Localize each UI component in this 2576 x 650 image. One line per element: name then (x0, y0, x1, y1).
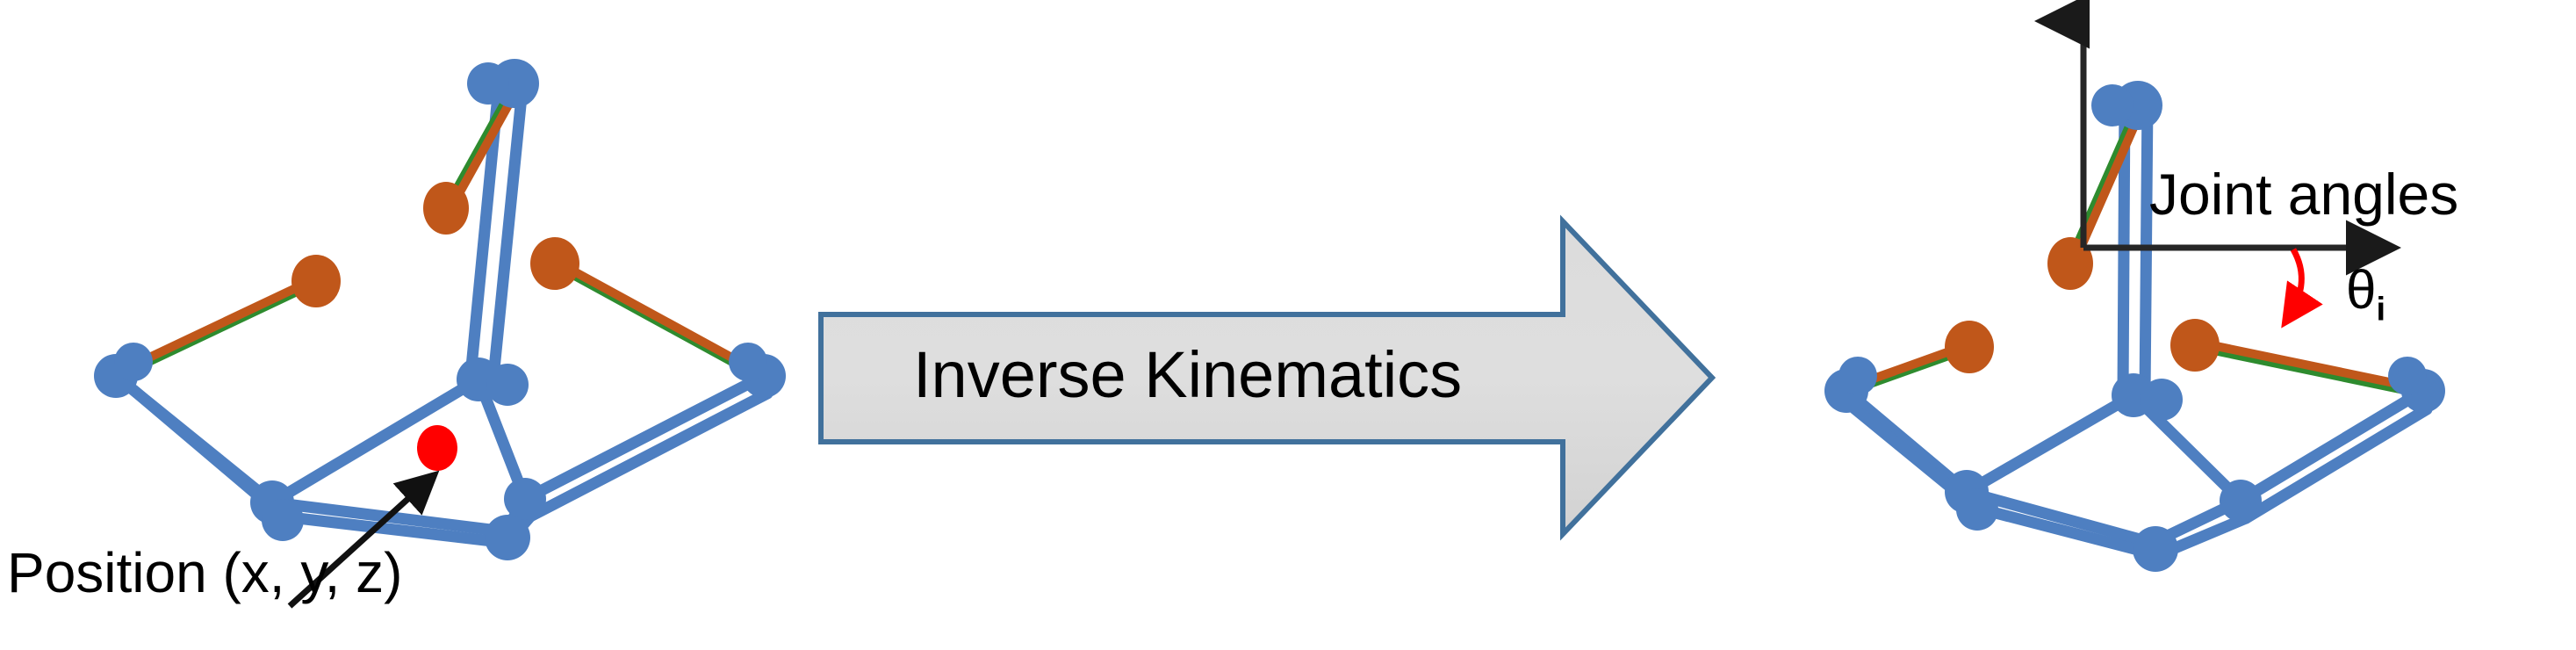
actuator-ball (291, 255, 341, 307)
inverse-kinematics-arrow (818, 214, 1716, 541)
joint-dot (114, 343, 153, 381)
theta-arc-arrow (2281, 248, 2323, 329)
inverse-kinematics-arrow-label: Inverse Kinematics (913, 338, 1463, 411)
right-robot-actuator-arms (1840, 104, 2429, 399)
theta-label: θi (2346, 264, 2386, 329)
actuator-ball (2170, 319, 2220, 372)
joint-dot (2388, 357, 2427, 395)
theta-symbol: θ (2346, 260, 2377, 321)
joint-dot (2133, 526, 2178, 572)
joint-dot (504, 478, 546, 520)
joint-angles-label: Joint angles (2149, 162, 2459, 227)
joint-dot (1956, 488, 1998, 531)
left-robot-actuator-balls (291, 182, 579, 307)
left-robot-group (94, 59, 786, 609)
actuator-ball (2047, 237, 2093, 290)
joint-dot (1838, 357, 1877, 395)
joint-dot (467, 62, 509, 105)
joint-dot (2091, 84, 2133, 126)
right-robot-joint-dots (1824, 81, 2445, 572)
joint-dot (729, 343, 767, 381)
joint-dot (486, 364, 529, 406)
theta-subscript: i (2376, 291, 2386, 329)
end-effector-target-marker (417, 425, 457, 471)
joint-dot (2141, 379, 2183, 421)
left-robot-joint-dots (94, 59, 786, 560)
actuator-ball (530, 237, 579, 290)
left-robot-blue-links (110, 71, 774, 549)
actuator-ball (423, 182, 469, 235)
right-robot-actuator-balls (1945, 237, 2220, 373)
position-label: Position (x, y, z) (7, 541, 403, 604)
joint-dot (485, 515, 530, 560)
joint-dot (2220, 480, 2262, 522)
joint-angle-reference-axes (2034, 0, 2401, 276)
position-leader-line (287, 470, 440, 609)
right-robot-group (1824, 0, 2445, 572)
joint-dot (262, 499, 304, 541)
actuator-ball (1945, 321, 1994, 373)
